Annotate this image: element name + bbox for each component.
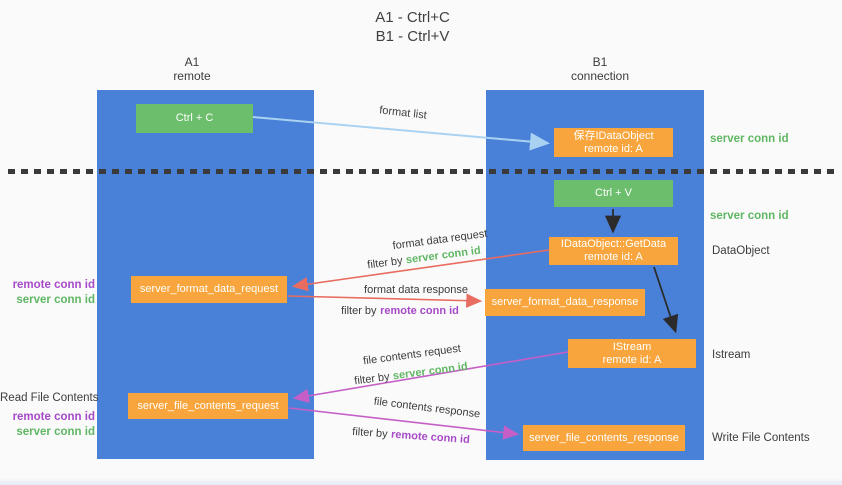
title-line-b1: B1 - Ctrl+V <box>375 28 450 45</box>
lane-b1-subtitle: connection <box>570 69 630 83</box>
server-format-data-request-box: server_format_data_request <box>131 276 287 303</box>
right-write-file-contents-label: Write File Contents <box>712 432 810 444</box>
format-data-response-label: format data response <box>364 284 468 296</box>
lane-a1-name: A1 <box>184 55 200 69</box>
file-contents-response-label: file contents response <box>373 395 481 421</box>
right-istream-label: Istream <box>712 349 751 361</box>
diagram-title: A1 - Ctrl+C B1 - Ctrl+V <box>300 8 525 46</box>
server-file-contents-request-box: server_file_contents_request <box>128 393 288 419</box>
getdata-line2: remote id: A <box>584 251 643 263</box>
format-data-response-arrow <box>287 293 483 308</box>
lane-a1-subtitle: remote <box>173 69 211 83</box>
istream-line1: IStream <box>612 340 652 353</box>
filter-by-text: filter by <box>353 370 391 388</box>
server-format-data-response-label: server_format_data_response <box>491 296 639 308</box>
server-format-data-response-box: server_format_data_response <box>485 289 645 316</box>
istream-box: IStream remote id: A <box>568 339 696 368</box>
right-server-conn-id-mid: server conn id <box>710 210 789 222</box>
left-server-conn-id-top: server conn id <box>16 293 95 306</box>
left-remote-conn-id-bottom: remote conn id <box>12 411 95 423</box>
dotted-separator-line <box>8 169 834 174</box>
save-idataobject-line1: 保存IDataObject <box>573 129 654 142</box>
left-server-conn-id-bottom: server conn id <box>16 425 95 438</box>
ctrl-c-label: Ctrl + C <box>175 112 214 124</box>
read-file-contents-label: Read File Contents <box>0 392 99 404</box>
remote-conn-id-text: remote conn id <box>380 305 459 317</box>
server-conn-id-text: server conn id <box>392 360 469 383</box>
left-conn-id-group-bottom: remote conn id server conn id <box>0 410 95 439</box>
getdata-line1: IDataObject::GetData <box>560 238 667 250</box>
title-line-a1: A1 - Ctrl+C <box>375 9 450 26</box>
lane-a1-header: A1 remote <box>132 55 252 83</box>
ctrl-v-label: Ctrl + V <box>595 187 632 199</box>
filter-by-text: filter by <box>366 254 404 272</box>
format-list-label: format list <box>378 104 428 122</box>
right-dataobject-label: DataObject <box>712 245 770 257</box>
istream-line2: remote id: A <box>602 353 662 366</box>
server-file-contents-request-label: server_file_contents_request <box>137 399 279 412</box>
remote-conn-id-text: remote conn id <box>390 428 471 447</box>
filter-by-text: filter by <box>351 425 389 441</box>
filter-by-text: filter by <box>341 305 377 317</box>
save-idataobject-line2: remote id: A <box>584 142 643 155</box>
right-server-conn-id-top: server conn id <box>710 133 789 145</box>
server-file-contents-response-label: server_file_contents_response <box>529 431 679 444</box>
ctrl-c-box: Ctrl + C <box>136 104 253 133</box>
server-file-contents-response-box: server_file_contents_response <box>523 425 685 451</box>
idataobject-getdata-box: IDataObject::GetData remote id: A <box>549 237 678 265</box>
server-format-data-request-label: server_format_data_request <box>139 283 279 295</box>
left-conn-id-group-top: remote conn id server conn id <box>0 278 95 307</box>
ctrl-v-box: Ctrl + V <box>554 180 673 207</box>
lane-b1-name: B1 <box>592 55 608 69</box>
save-idataobject-box: 保存IDataObject remote id: A <box>554 128 673 157</box>
bottom-edge-strip <box>0 478 842 485</box>
left-remote-conn-id-top: remote conn id <box>12 279 95 291</box>
lane-b1-header: B1 connection <box>540 55 660 83</box>
